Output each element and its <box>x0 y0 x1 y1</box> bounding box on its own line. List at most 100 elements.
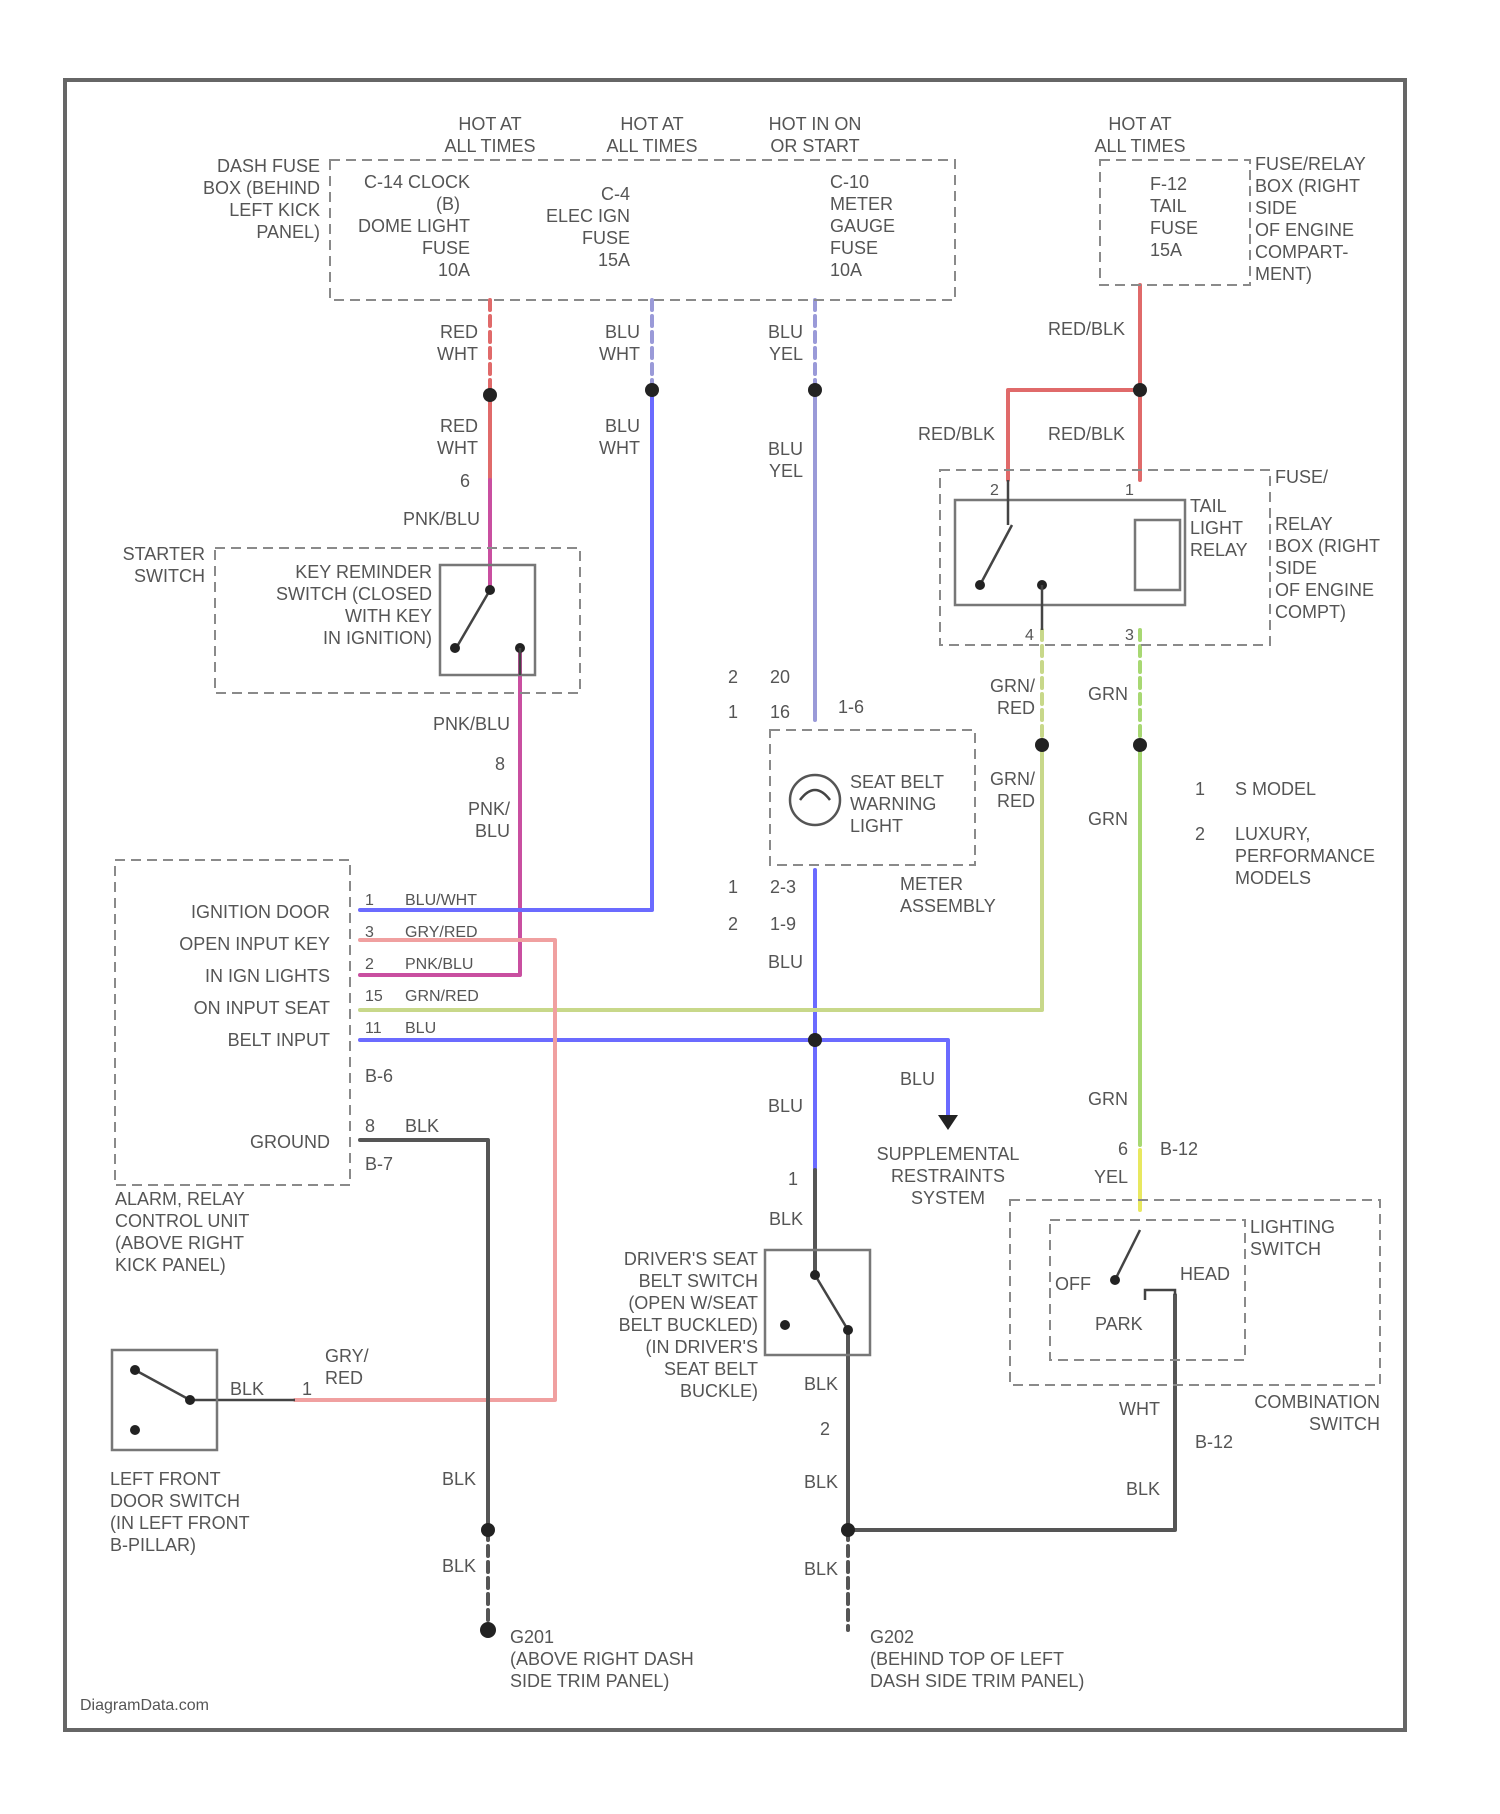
label-ground: GROUND <box>250 1132 330 1152</box>
label-b7: B-7 <box>365 1154 393 1174</box>
label-drivers-seat: DRIVER'S SEATBELT SWITCH(OPEN W/SEATBELT… <box>619 1249 758 1401</box>
label-acu-wires: BLU/WHTGRY/REDPNK/BLUGRN/REDBLU <box>405 892 479 1037</box>
label-relay-pin-2: 2 <box>990 482 999 499</box>
label-fuse-slash: FUSE/ <box>1275 467 1328 487</box>
seat-belt-bulb-icon <box>790 775 840 825</box>
label-wire-blk-5: BLK <box>804 1559 838 1579</box>
label-pin-1-sw: 1 <box>788 1169 798 1189</box>
driver-seat-switch-box <box>765 1250 870 1355</box>
label-wire-blk-acu: BLK <box>405 1116 439 1136</box>
srs-arrow-icon <box>938 1115 958 1130</box>
label-wire-grn-red-1: GRN/RED <box>990 676 1035 718</box>
label-meter-conn-b: 20 <box>770 667 790 687</box>
label-ground-pin: 8 <box>365 1116 375 1136</box>
label-conn-b12a-pin: 6 <box>1118 1139 1128 1159</box>
label-fuse-relay-box: FUSE/RELAYBOX (RIGHTSIDEOF ENGINECOMPART… <box>1255 154 1366 284</box>
label-door-pin: 1 <box>302 1379 312 1399</box>
label-wire-grn-1: GRN <box>1088 684 1128 704</box>
label-wire-yel: YEL <box>1094 1167 1128 1187</box>
label-ls-park: PARK <box>1095 1314 1143 1334</box>
label-meter-bot-a: 1 <box>728 877 738 897</box>
label-note-1-num: 1 <box>1195 779 1205 799</box>
label-wire-pnk-blu-2: PNK/BLU <box>433 714 510 734</box>
label-relay-pin-4: 4 <box>1025 627 1034 644</box>
label-hot-4: HOT ATALL TIMES <box>1094 114 1185 156</box>
label-wire-blk-2: BLK <box>769 1209 803 1229</box>
label-alarm-relay: ALARM, RELAYCONTROL UNIT(ABOVE RIGHTKICK… <box>115 1189 249 1275</box>
relay-coil <box>1135 520 1180 590</box>
label-meter-conn-d: 16 <box>770 702 790 722</box>
label-wire-grn-red-2: GRN/RED <box>990 769 1035 811</box>
label-wire-red-blk-2: RED/BLK <box>918 424 995 444</box>
label-pin-8: 8 <box>495 754 505 774</box>
label-wire-pnk-blu-1: PNK/BLU <box>403 509 480 529</box>
labels: HOT ATALL TIMES HOT ATALL TIMES HOT IN O… <box>80 114 1380 1714</box>
label-ls-head: HEAD <box>1180 1264 1230 1284</box>
label-meter-bot-c: 2 <box>728 914 738 934</box>
label-meter-conn-c: 1 <box>728 702 738 722</box>
label-b6: B-6 <box>365 1066 393 1086</box>
label-wire-gry-red: GRY/RED <box>325 1346 369 1388</box>
label-wire-blk-g201a: BLK <box>442 1469 476 1489</box>
label-meter-bot-d: 1-9 <box>770 914 796 934</box>
label-wire-blk-6: BLK <box>1126 1479 1160 1499</box>
label-conn-b12b: B-12 <box>1195 1432 1233 1452</box>
label-pin-2-sw: 2 <box>820 1419 830 1439</box>
wires <box>190 285 1175 1630</box>
label-pin-6: 6 <box>460 471 470 491</box>
label-wire-blu-1: BLU <box>768 952 803 972</box>
watermark: DiagramData.com <box>80 1697 209 1714</box>
wire-blu-main <box>360 1040 948 1115</box>
label-hot-1: HOT ATALL TIMES <box>444 114 535 156</box>
label-wire-pnk-blu-3: PNK/BLU <box>468 799 510 841</box>
label-wire-blk-door: BLK <box>230 1379 264 1399</box>
label-meter-bot-b: 2-3 <box>770 877 796 897</box>
label-note-2-num: 2 <box>1195 824 1205 844</box>
label-meter-conn-e: 1-6 <box>838 697 864 717</box>
label-wire-red-blk-3: RED/BLK <box>1048 424 1125 444</box>
label-wire-blk-4: BLK <box>804 1472 838 1492</box>
label-conn-b12a: B-12 <box>1160 1139 1198 1159</box>
label-wire-blk-g201b: BLK <box>442 1556 476 1576</box>
label-wire-wht: WHT <box>1119 1399 1160 1419</box>
label-srs: SUPPLEMENTALRESTRAINTSSYSTEM <box>877 1144 1020 1208</box>
label-wire-blu-2: BLU <box>900 1069 935 1089</box>
label-wire-red-blk-1: RED/BLK <box>1048 319 1125 339</box>
label-meter-conn-a: 2 <box>728 667 738 687</box>
label-wire-blu-3: BLU <box>768 1096 803 1116</box>
label-wire-blu-wht: BLUWHT <box>599 322 640 364</box>
label-wire-grn-2: GRN <box>1088 809 1128 829</box>
label-note-1: S MODEL <box>1235 779 1316 799</box>
label-relay-pin-1: 1 <box>1125 482 1134 499</box>
label-wire-grn-3: GRN <box>1088 1089 1128 1109</box>
label-relay-pin-3: 3 <box>1125 627 1134 644</box>
label-ls-off: OFF <box>1055 1274 1091 1294</box>
